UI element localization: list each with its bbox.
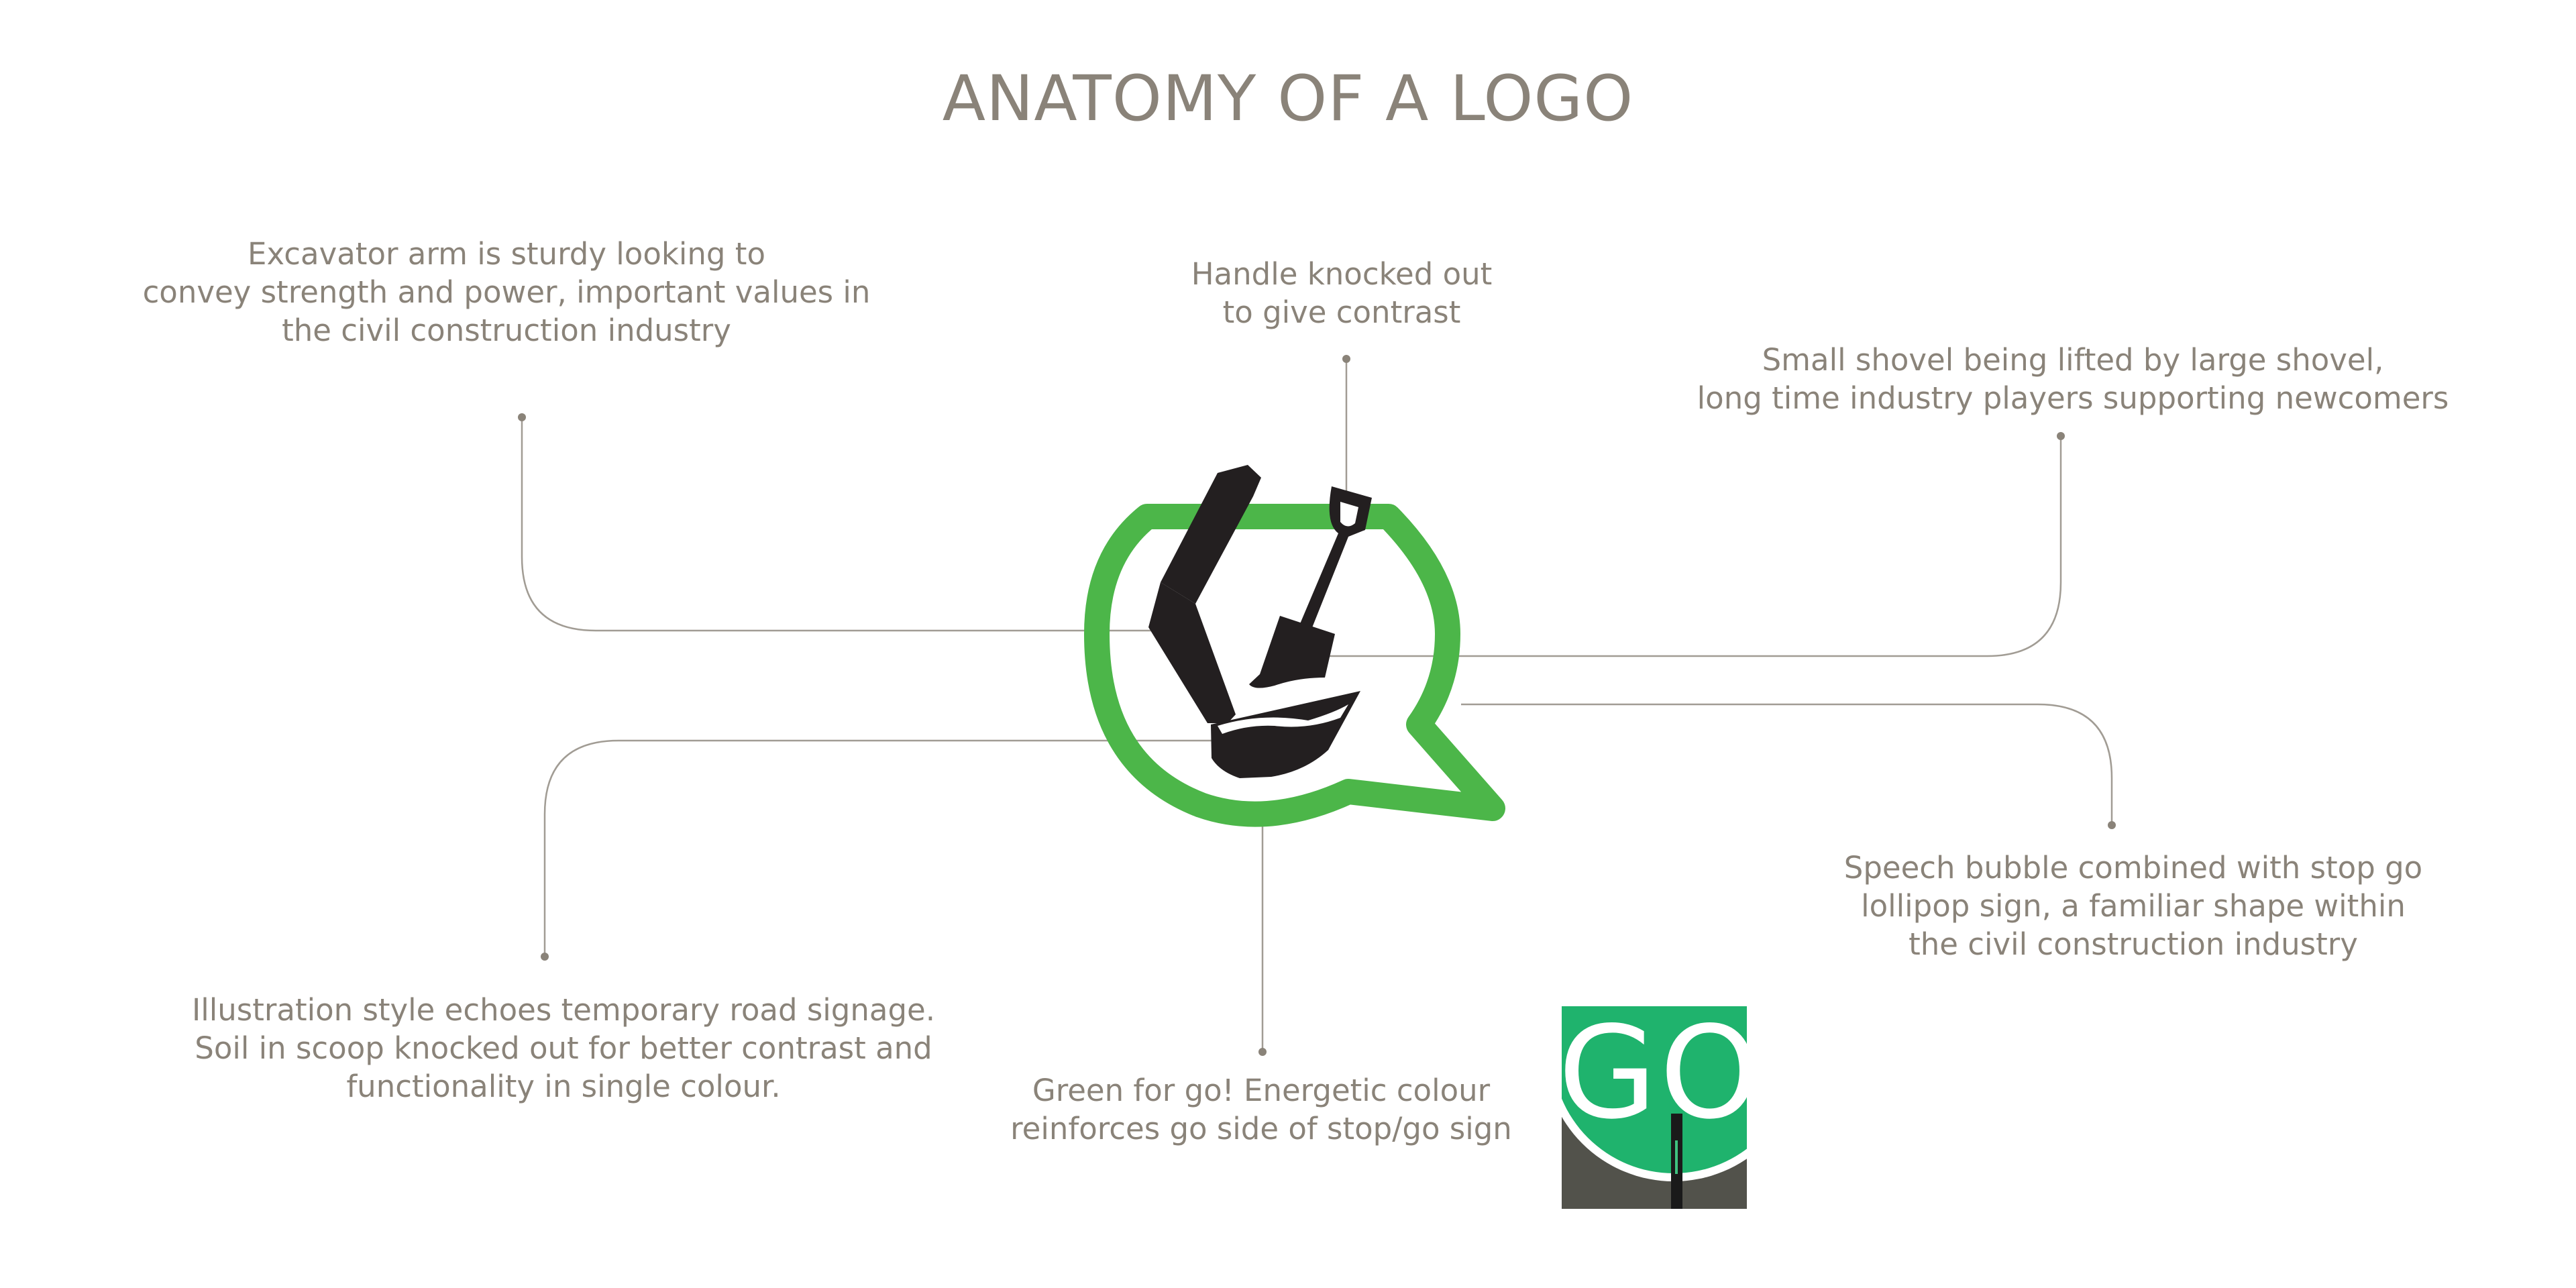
annotation-line: long time industry players supporting ne… — [1697, 380, 2449, 416]
leader-lines — [521, 359, 2113, 1052]
leader-line-illustration — [543, 739, 1258, 957]
annotation-line: reinforces go side of stop/go sign — [1010, 1111, 1512, 1146]
annotation-line: convey strength and power, important val… — [142, 274, 871, 310]
annotation-small-shovel: Small shovel being lifted by large shove… — [1677, 341, 2469, 417]
annotation-handle: Handle knocked out to give contrast — [1140, 255, 1543, 331]
go-sign-photo: GO — [1558, 999, 1763, 1209]
annotation-line: Excavator arm is sturdy looking to — [248, 236, 765, 272]
annotation-green-for-go: Green for go! Energetic colour reinforce… — [993, 1071, 1529, 1148]
go-sign-text: GO — [1558, 999, 1763, 1147]
annotation-line: functionality in single colour. — [346, 1069, 781, 1104]
excavator-arm-shape — [1148, 465, 1261, 723]
annotation-line: Soil in scoop knocked out for better con… — [195, 1030, 932, 1066]
annotation-line: Speech bubble combined with stop go — [1843, 850, 2423, 885]
annotation-line: Illustration style echoes temporary road… — [191, 992, 935, 1028]
annotation-excavator-arm: Excavator arm is sturdy looking to conve… — [134, 235, 879, 350]
annotation-line: Handle knocked out — [1191, 256, 1493, 292]
annotation-illustration-style: Illustration style echoes temporary road… — [168, 991, 959, 1106]
annotation-speech-bubble: Speech bubble combined with stop go loll… — [1798, 849, 2469, 963]
annotation-line: to give contrast — [1222, 294, 1461, 330]
shovel-handle-knockout — [1340, 502, 1358, 527]
speech-bubble-shape — [1084, 504, 1505, 827]
excavator-bucket-shape — [1211, 691, 1360, 778]
annotation-line: the civil construction industry — [282, 313, 731, 348]
annotation-line: Small shovel being lifted by large shove… — [1762, 342, 2384, 378]
page-title: ANATOMY OF A LOGO — [942, 62, 1634, 136]
leader-line-excavator — [521, 417, 1174, 632]
annotation-line: the civil construction industry — [1909, 926, 2358, 962]
small-shovel-shape — [1249, 486, 1372, 688]
annotation-line: Green for go! Energetic colour — [1032, 1073, 1491, 1108]
leader-line-shovel — [1309, 436, 2062, 657]
annotation-line: lollipop sign, a familiar shape within — [1861, 888, 2406, 924]
leader-line-bubble — [1461, 703, 2113, 825]
